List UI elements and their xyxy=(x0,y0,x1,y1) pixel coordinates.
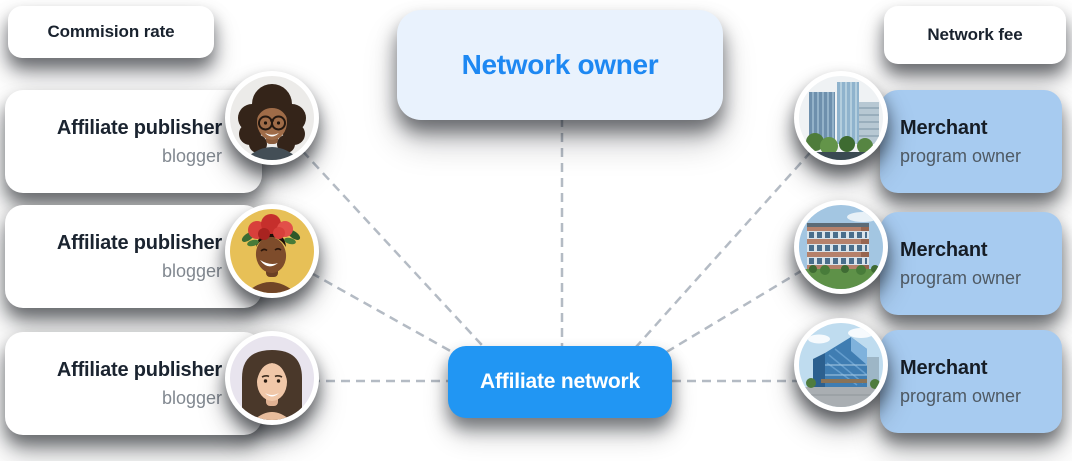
network-fee-badge: Network fee xyxy=(884,6,1066,64)
affiliate-network-node: Affiliate network xyxy=(448,346,672,418)
merchant-title: Merchant xyxy=(900,356,988,379)
merchant-card-3: Merchant program owner xyxy=(880,330,1062,433)
affiliate-network-label: Affiliate network xyxy=(480,370,640,393)
angular-glass-building-photo xyxy=(799,323,883,407)
glass-highrise-with-trees-photo xyxy=(799,76,883,160)
publisher-avatar-1 xyxy=(225,71,319,165)
publisher-card-2: Affiliate publisher blogger xyxy=(5,205,262,308)
publisher-subtitle: blogger xyxy=(161,387,222,408)
merchant-subtitle: program owner xyxy=(900,267,1022,288)
merchant-subtitle: program owner xyxy=(900,145,1022,166)
person-red-flower-crown-avatar xyxy=(230,209,314,293)
brick-office-building-photo xyxy=(799,205,883,289)
merchant-card-1: Merchant program owner xyxy=(880,90,1062,193)
connector-merchant-1 xyxy=(627,117,842,357)
publisher-title: Affiliate publisher xyxy=(56,231,222,254)
publisher-title: Affiliate publisher xyxy=(56,116,222,139)
commission-rate-badge: Commision rate xyxy=(8,6,214,58)
merchant-photo-3 xyxy=(794,318,888,412)
merchant-subtitle: program owner xyxy=(900,385,1022,406)
publisher-avatar-2 xyxy=(225,204,319,298)
publisher-title: Affiliate publisher xyxy=(56,358,222,381)
publisher-card-3: Affiliate publisher blogger xyxy=(5,332,262,435)
merchant-title: Merchant xyxy=(900,116,988,139)
commission-rate-label: Commision rate xyxy=(47,22,175,41)
connector-publisher-1 xyxy=(271,117,493,357)
publisher-card-1: Affiliate publisher blogger xyxy=(5,90,262,193)
woman-long-brown-hair-avatar xyxy=(230,336,314,420)
publisher-subtitle: blogger xyxy=(161,260,222,281)
publisher-subtitle: blogger xyxy=(161,145,222,166)
merchant-photo-1 xyxy=(794,71,888,165)
network-owner-label: Network owner xyxy=(461,49,659,80)
publisher-avatar-3 xyxy=(225,331,319,425)
network-fee-label: Network fee xyxy=(927,25,1023,44)
merchant-card-2: Merchant program owner xyxy=(880,212,1062,315)
network-owner-node: Network owner xyxy=(397,10,723,120)
merchant-title: Merchant xyxy=(900,238,988,261)
woman-curly-hair-glasses-avatar xyxy=(230,76,314,160)
merchant-photo-2 xyxy=(794,200,888,294)
